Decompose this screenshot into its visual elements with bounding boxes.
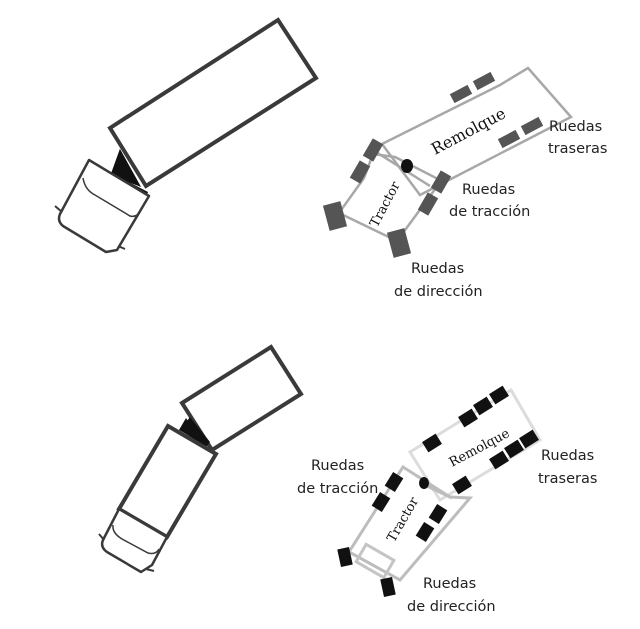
tractor-crossbar [424,483,453,500]
trailer-box [107,17,319,189]
tractor-label: Tractor [367,179,404,230]
drive-wheel [417,192,439,216]
kingpin-dot [419,477,429,489]
trailer-label: Remolque [428,104,509,159]
steer-wheels-top-group [322,201,412,258]
truck-illustration-top [54,17,319,254]
steer-wheels-callout-line2: de dirección [407,599,496,615]
trailer-wheels-top-group [449,71,544,149]
cab-mirror-left [98,533,105,541]
drive-wheels-callout-line2: de tracción [449,204,530,220]
trailer-wheel [452,475,472,495]
tractor-label: Tractor [384,494,422,545]
drive-wheels-callout-line1: Ruedas [462,182,515,198]
drive-wheels-callout-line1: Ruedas [311,458,364,474]
rear-wheels-callout-line2: traseras [548,141,607,157]
trailer-wheel [458,408,478,428]
cab-mirror-right [145,568,155,572]
kingpin-dot [401,159,413,173]
trailer-wheel [520,116,544,136]
cab-windshield [82,177,142,218]
steer-wheel [386,228,412,258]
trailer-wheel [489,450,509,470]
rear-wheels-callout-line1: Ruedas [549,119,602,135]
drive-wheels-top-group [349,138,452,216]
trailer-wheel [497,129,521,149]
drive-wheel [371,492,391,512]
drive-wheels-callout-line2: de tracción [297,481,378,497]
steer-wheel [322,201,348,231]
drive-wheel [362,138,384,162]
steer-wheel [380,576,396,598]
steer-wheels-callout-line1: Ruedas [411,261,464,277]
trailer-wheel [519,429,539,449]
trailer-wheel [504,439,524,459]
schematic-bottom: Remolque Tractor Ruedas de tracción Rued… [297,385,597,615]
trailer-wheel [472,71,496,91]
drive-wheel [415,522,435,542]
trailer-wheel [473,396,493,416]
schematic-top: Remolque Tractor Ruedas traseras Ruedas … [322,66,607,300]
trailer-wheels-bottom-group [422,385,539,495]
cab-windshield [112,524,160,555]
steer-wheel [337,546,353,568]
steer-wheels-callout-line2: de dirección [394,284,483,300]
steer-wheels-callout-line1: Ruedas [423,576,476,592]
drive-wheels-bottom-group [371,472,448,542]
cab-mirror-right [117,245,126,250]
drive-wheel [384,472,404,492]
drive-wheel [430,170,452,194]
trailer-outline [380,66,573,197]
steer-wheels-bottom-group [337,546,396,598]
trailer-wheel [489,385,509,405]
truck-illustration-bottom [98,344,304,574]
trailer-wheel [422,433,442,453]
cab-body [57,158,151,254]
drive-wheel [428,504,448,524]
drive-wheel [349,160,371,184]
rear-wheels-callout-line2: traseras [538,471,597,487]
rear-wheels-callout-line1: Ruedas [541,448,594,464]
coupling-wedge-fill [180,417,210,447]
cab-mirror-left [54,205,63,213]
engine-block [354,542,396,580]
trailer-wheel [449,84,473,104]
